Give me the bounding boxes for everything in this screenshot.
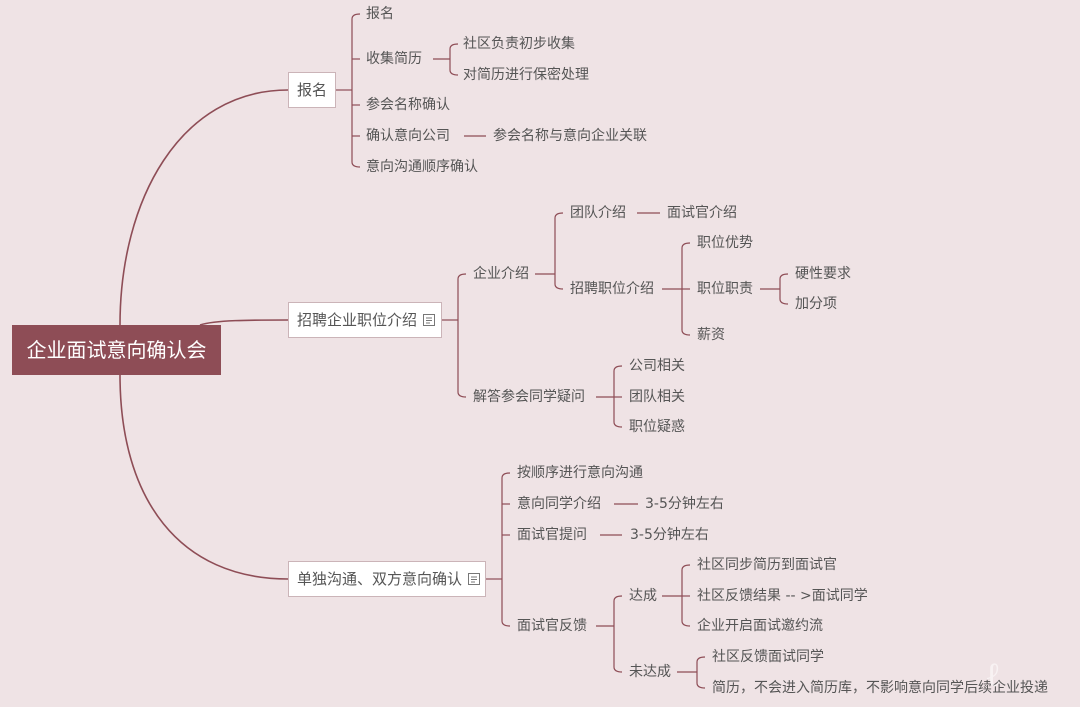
topic-fail[interactable]: 未达成	[629, 664, 671, 680]
topic-company-confirm[interactable]: 确认意向公司	[366, 128, 450, 144]
note-icon[interactable]	[468, 563, 481, 597]
watermark: ℓ	[985, 655, 1002, 695]
connector-line	[613, 595, 623, 673]
branch-talk[interactable]: 单独沟通、双方意向确认	[288, 561, 486, 597]
branch-talk-label: 单独沟通、双方意向确认	[297, 570, 463, 588]
topic-salary[interactable]: 薪资	[697, 327, 725, 343]
topic-success[interactable]: 达成	[629, 588, 657, 604]
connector-line	[696, 656, 706, 689]
topic-bonus[interactable]: 加分项	[795, 296, 837, 312]
topic-company-intro[interactable]: 企业介绍	[473, 266, 529, 282]
topic-hard-requirement[interactable]: 硬性要求	[795, 266, 851, 282]
connector-line	[199, 319, 289, 326]
connector-line	[449, 43, 459, 76]
topic-order-confirm[interactable]: 意向沟通顺序确认	[366, 159, 478, 175]
topic-name-confirm[interactable]: 参会名称确认	[366, 97, 450, 113]
topic-qa-company[interactable]: 公司相关	[629, 358, 685, 374]
note-icon[interactable]	[423, 304, 436, 338]
connector-line	[119, 89, 289, 326]
connector-line	[501, 472, 511, 627]
topic-qa-team[interactable]: 团队相关	[629, 389, 685, 405]
topic-result-feedback[interactable]: 社区反馈结果 -- >面试同学	[697, 588, 868, 604]
topic-resume-note[interactable]: 简历，不会进入简历库，不影响意向同学后续企业投递	[712, 680, 1048, 696]
connector-line	[457, 273, 467, 398]
branch-intro-label: 招聘企业职位介绍	[297, 311, 418, 329]
topic-ask-time[interactable]: 3-5分钟左右	[630, 527, 709, 543]
topic-confidential[interactable]: 对简历进行保密处理	[463, 67, 589, 83]
connector-line	[119, 374, 289, 580]
topic-self-intro-time[interactable]: 3-5分钟左右	[645, 496, 724, 512]
topic-interviewer-intro[interactable]: 面试官介绍	[667, 205, 737, 221]
connector-line	[351, 13, 361, 168]
topic-signup[interactable]: 报名	[366, 6, 394, 22]
topic-team-intro[interactable]: 团队介绍	[570, 205, 626, 221]
topic-sync-resume[interactable]: 社区同步简历到面试官	[697, 557, 837, 573]
root-topic[interactable]: 企业面试意向确认会	[12, 325, 221, 375]
branch-intro[interactable]: 招聘企业职位介绍	[288, 302, 442, 338]
topic-feedback-student[interactable]: 社区反馈面试同学	[712, 649, 824, 665]
connector-line	[779, 273, 789, 305]
topic-job-intro[interactable]: 招聘职位介绍	[570, 281, 654, 297]
topic-job-advantage[interactable]: 职位优势	[697, 235, 753, 251]
topic-self-intro[interactable]: 意向同学介绍	[517, 496, 601, 512]
connector-line	[554, 212, 564, 290]
topic-job-duty[interactable]: 职位职责	[697, 281, 753, 297]
topic-interviewer-ask[interactable]: 面试官提问	[517, 527, 587, 543]
branch-signup[interactable]: 报名	[288, 72, 336, 108]
topic-feedback[interactable]: 面试官反馈	[517, 618, 587, 634]
topic-initial-collect[interactable]: 社区负责初步收集	[463, 36, 575, 52]
branch-signup-label: 报名	[297, 81, 328, 99]
topic-order-talk[interactable]: 按顺序进行意向沟通	[517, 465, 643, 481]
topic-collect-resume[interactable]: 收集简历	[366, 51, 422, 67]
topic-name-link[interactable]: 参会名称与意向企业关联	[493, 128, 647, 144]
topic-qa-job[interactable]: 职位疑惑	[629, 419, 685, 435]
topic-qa[interactable]: 解答参会同学疑问	[473, 389, 585, 405]
topic-invite-flow[interactable]: 企业开启面试邀约流	[697, 618, 823, 634]
